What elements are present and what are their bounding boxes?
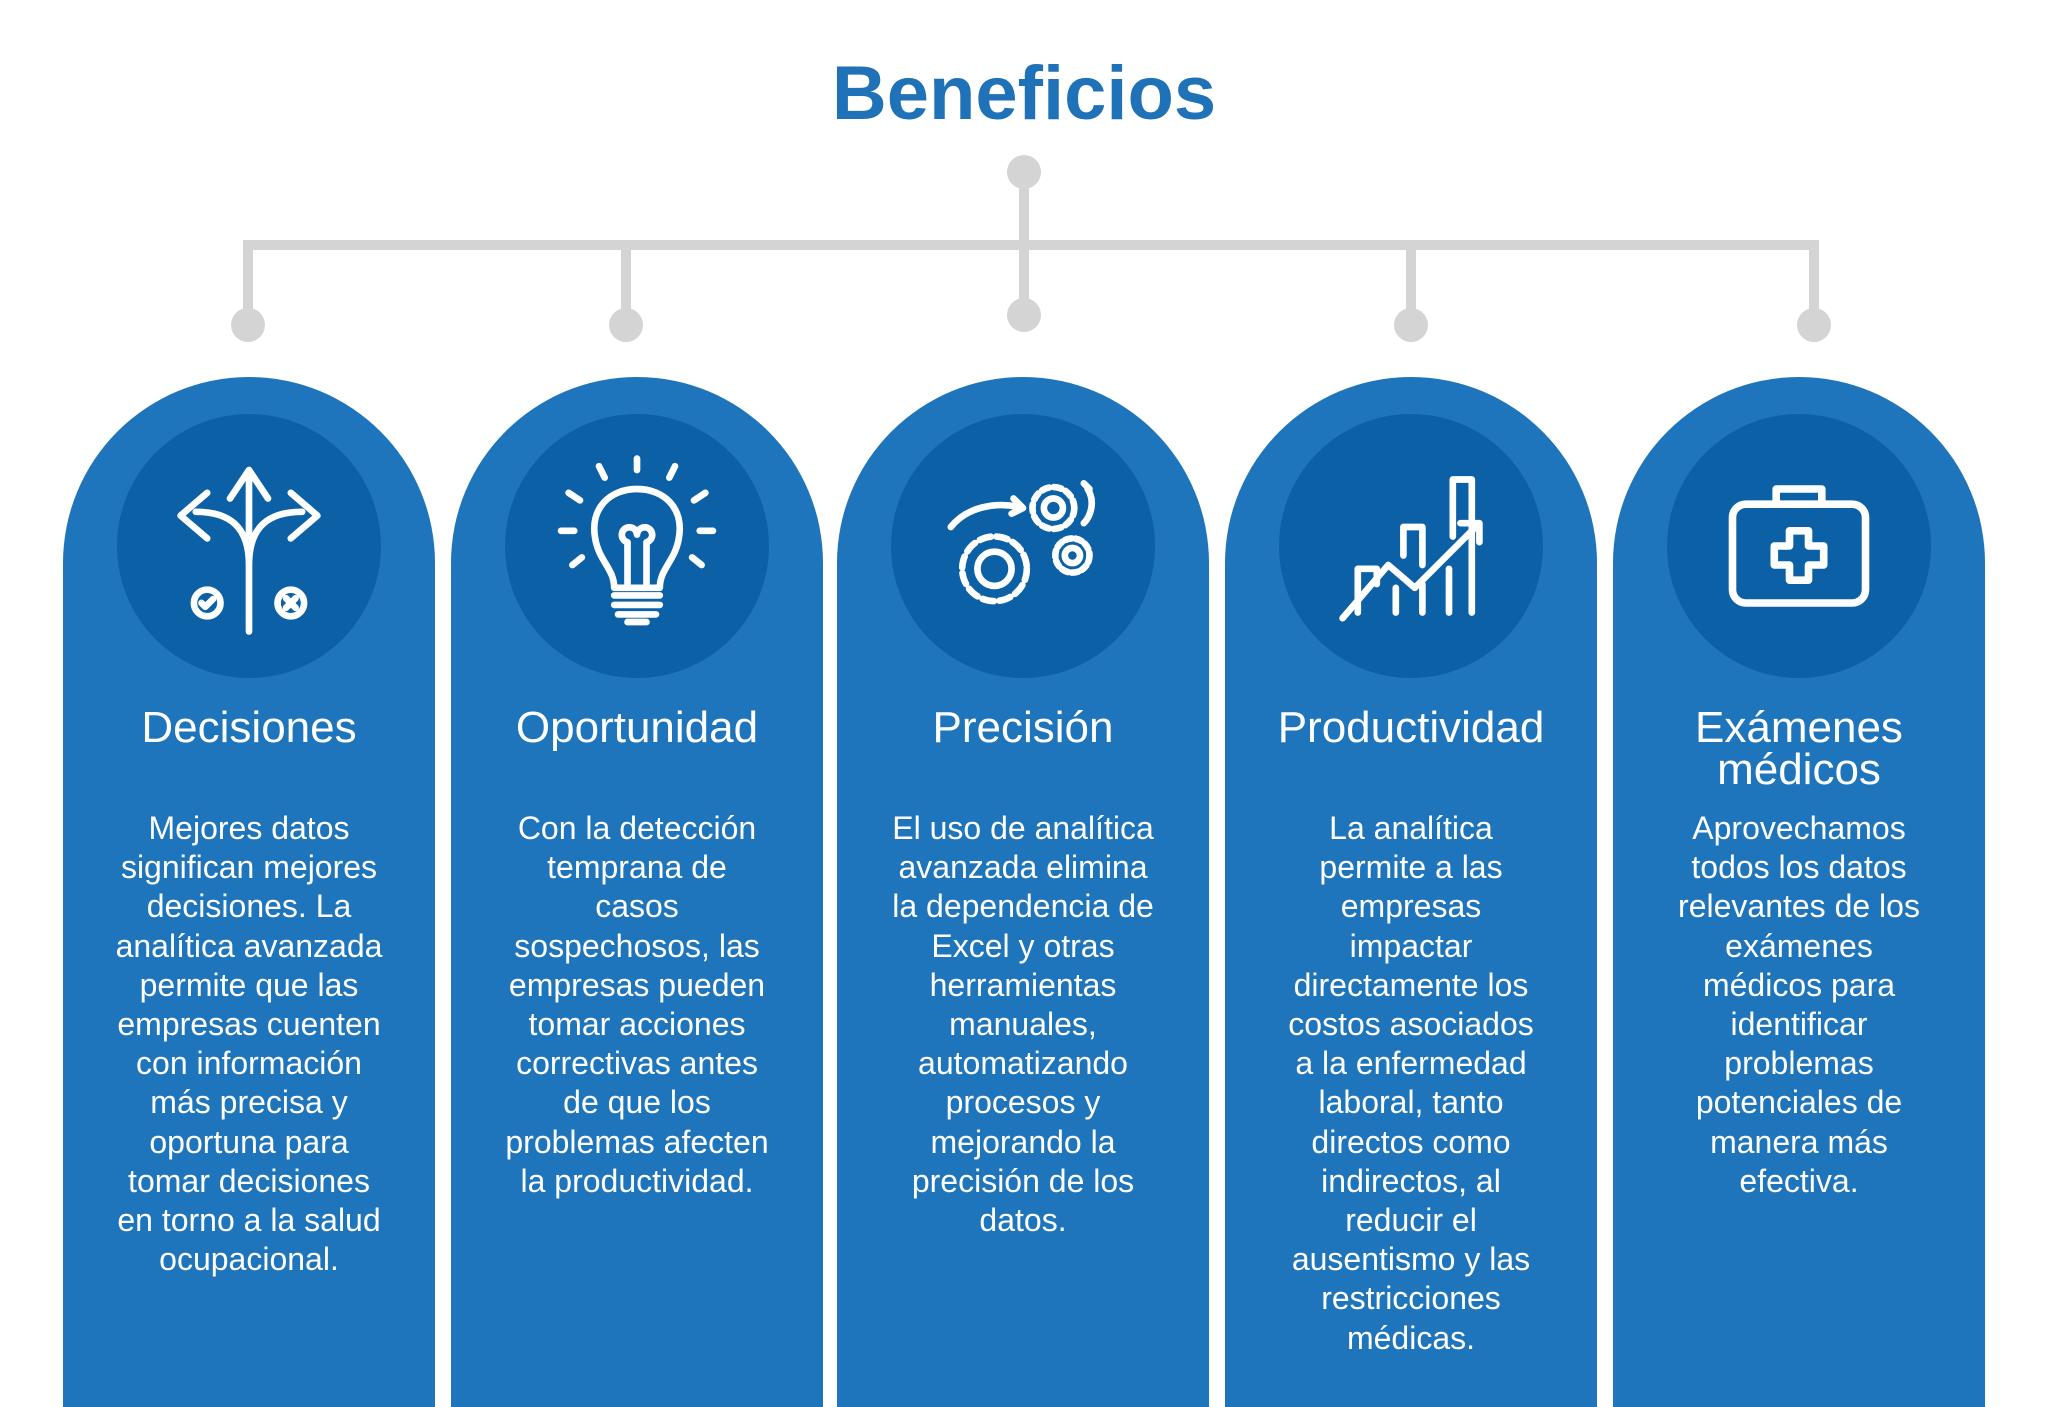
diverging-arrows-icon [177,466,321,635]
card-heading: Exámenes médicos [1695,703,1903,794]
benefit-card-oportunidad: Oportunidad Con la detección temprana de… [451,377,823,1407]
icon-circle [1279,414,1543,678]
card-body: Aprovechamos todos los datos relevantes … [1678,810,1920,1199]
card-heading: Oportunidad [515,703,759,752]
connector-drop [621,240,631,320]
connector-dot [1394,308,1428,342]
medical-kit-icon [1728,485,1870,607]
card-body: Mejores datos significan mejores decisio… [115,810,383,1278]
card-heading: Productividad [1277,703,1545,752]
page-title: Beneficios [831,51,1217,136]
card-body: Con la detección temprana de casos sospe… [505,810,769,1199]
connector-dot [1007,298,1041,332]
connector-dot [609,308,643,342]
connector-drop [1406,240,1416,320]
card-heading: Decisiones [141,703,357,752]
card-body: El uso de analítica avanzada elimina la … [892,810,1154,1239]
icon-circle [891,414,1155,678]
growth-chart-icon [1339,476,1483,622]
icon-circle [1667,414,1931,678]
benefit-card-decisiones: Decisiones Mejores datos significan mejo… [63,377,435,1407]
icon-circle [505,414,769,678]
connector-drop [243,240,253,320]
card-body: La analítica permite a las empresas impa… [1288,810,1534,1356]
lightbulb-icon [557,455,717,626]
connector-dot [231,308,265,342]
benefit-card-examenes-medicos: Exámenes médicos Aprovechamos todos los … [1613,377,1985,1407]
benefit-card-productividad: Productividad La analítica permite a las… [1225,377,1597,1407]
benefit-card-precision: Precisión El uso de analítica avanzada e… [837,377,1209,1407]
connector-bar [243,240,1819,250]
card-heading: Precisión [932,703,1114,752]
icon-circle [117,414,381,678]
connector-dot [1797,308,1831,342]
gears-icon [947,479,1096,605]
connector-drop [1809,240,1819,320]
